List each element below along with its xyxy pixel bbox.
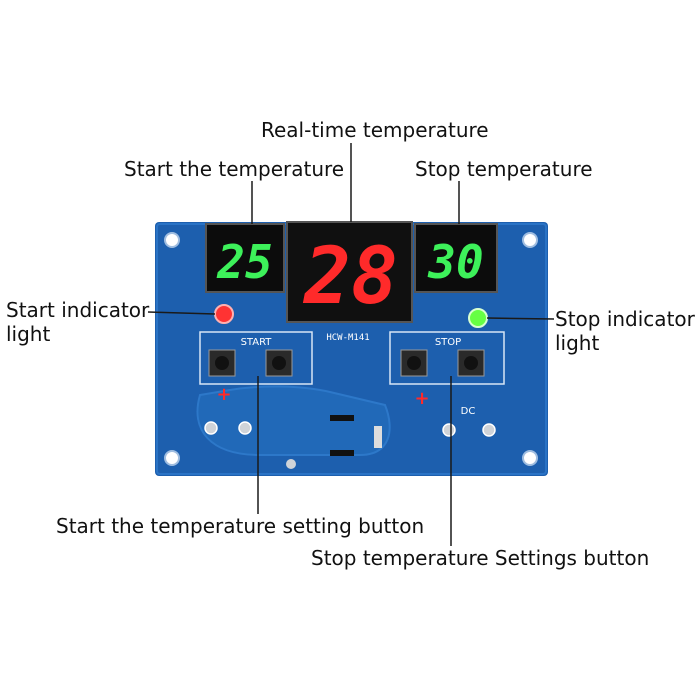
display-realtime-digits: 28	[302, 232, 398, 322]
pcb-trace	[196, 385, 391, 456]
model-label: HCW-M141	[326, 333, 369, 343]
display-realtime-temperature: 28	[286, 221, 413, 323]
dc-plus-terminal	[442, 423, 456, 437]
callout-start-indicator-light: Start indicator light	[6, 298, 149, 346]
display-start-digits: 25	[216, 235, 272, 289]
callout-start-temperature-setting-button: Start the temperature setting button	[56, 514, 425, 538]
stop-button-group	[389, 331, 505, 385]
display-stop-digits: 30	[427, 235, 483, 289]
start-label: START	[241, 337, 273, 348]
callout-start-light-line2: light	[6, 322, 51, 346]
stop-temperature-button-right[interactable]	[457, 349, 485, 377]
leader-start-light	[147, 311, 216, 315]
callout-stop-light-line2: light	[555, 331, 600, 355]
display-stop-temperature: 30	[414, 223, 498, 293]
relay-plus-mark: +	[216, 384, 231, 405]
relay-terminal	[238, 421, 252, 435]
callout-stop-indicator-light: Stop indicator light	[555, 307, 695, 355]
pcb-pad	[330, 450, 354, 456]
display-start-temperature: 25	[205, 223, 285, 293]
start-indicator-led	[214, 304, 234, 324]
mount-hole	[522, 450, 538, 466]
callout-start-light-line1: Start indicator	[6, 298, 150, 322]
pcb-pad	[330, 415, 354, 421]
mount-hole	[522, 232, 538, 248]
dc-minus-terminal	[482, 423, 496, 437]
stop-indicator-led	[468, 308, 488, 328]
stop-temperature-button-left[interactable]	[400, 349, 428, 377]
pcb-pad	[374, 426, 382, 448]
mount-hole	[164, 450, 180, 466]
dc-plus-mark: +	[414, 388, 429, 409]
callout-stop-temperature: Stop temperature	[415, 157, 593, 181]
start-temperature-button-left[interactable]	[208, 349, 236, 377]
leader-stop-light	[486, 317, 555, 320]
pcb-via	[286, 459, 296, 469]
start-button-group	[199, 331, 313, 385]
mount-hole	[164, 232, 180, 248]
start-temperature-button-right[interactable]	[265, 349, 293, 377]
relay-terminal	[204, 421, 218, 435]
stop-label: STOP	[435, 337, 461, 348]
dc-label: DC	[461, 406, 476, 417]
callout-stop-light-line1: Stop indicator	[555, 307, 695, 331]
callout-start-temperature: Start the temperature	[124, 157, 345, 181]
callout-stop-temperature-settings-button: Stop temperature Settings button	[311, 546, 650, 570]
callout-realtime-temperature: Real-time temperature	[261, 118, 489, 142]
